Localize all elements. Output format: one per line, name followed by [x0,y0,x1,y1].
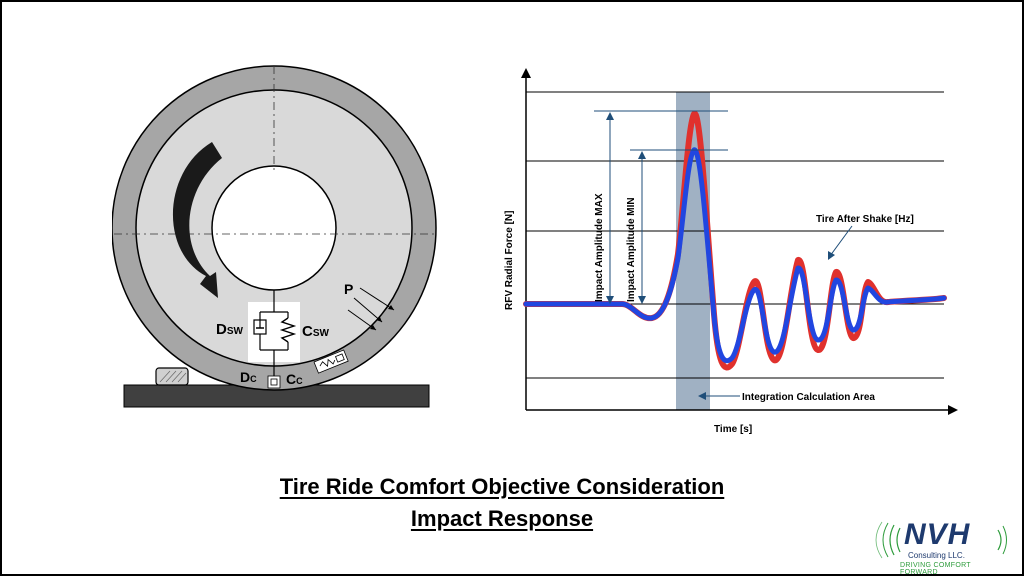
impact-amplitude-max-label: Impact Amplitude MAX [594,193,605,302]
integration-area-label: Integration Calculation Area [742,392,875,403]
label-p: P [344,281,353,297]
logo-name: NVH [904,518,971,551]
impact-response-graph: Impact Amplitude MAX Impact Amplitude MI… [504,68,958,435]
x-axis-label: Time [s] [714,424,752,435]
sound-waves-right-icon [997,525,1007,555]
logo-sub: Consulting LLC. [908,551,965,560]
rim-hole [211,165,337,291]
label-csw: CSW [302,323,330,340]
nvh-consulting-logo: NVH Consulting LLC. DRIVING COMFORT FORW… [870,518,1010,574]
slide-title-line1: Tire Ride Comfort Objective Consideratio… [279,474,725,499]
label-cc: CC [286,371,303,387]
grid-lines [526,91,944,379]
rotation-arrow [172,142,222,298]
blue-signal-curve [523,147,947,364]
label-dc: DC [240,369,257,385]
sound-waves-left-icon [875,521,901,559]
red-signal-curve [523,110,947,371]
label-dsw: DSW [216,321,244,338]
after-shake-label: Tire After Shake [Hz] [816,214,914,225]
road-bump [155,367,189,386]
y-axis-label: RFV Radial Force [N] [504,211,515,310]
tire-diagram: DSW CSW DC CC P [112,65,437,408]
impact-amplitude-min-label: Impact Amplitude MIN [626,197,637,302]
tread-spring-damper [313,349,349,374]
logo-tagline: DRIVING COMFORT FORWARD [900,562,971,574]
amplitude-indicators [594,110,728,302]
slide-title-line2: Impact Response [410,506,594,531]
contact-damper [267,375,281,389]
integration-band [676,92,710,410]
